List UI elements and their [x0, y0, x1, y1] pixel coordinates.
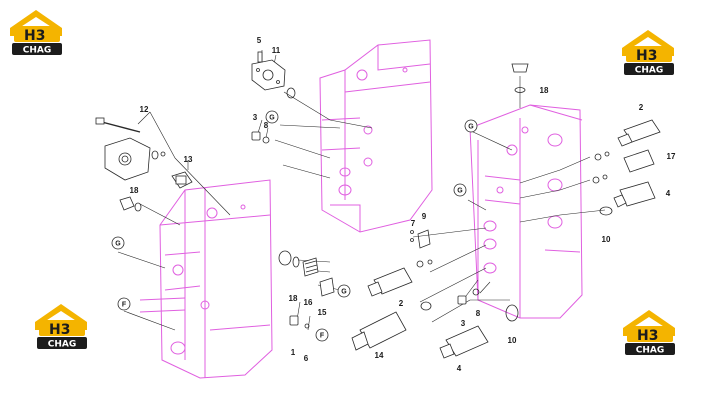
circle-label-f: F [117, 297, 131, 311]
part-cover-plate [251, 51, 296, 99]
callout-4: 4 [666, 189, 671, 198]
svg-text:G: G [115, 241, 121, 248]
housing-right [469, 104, 583, 319]
circle-label-f: F [315, 328, 329, 342]
callout-3: 3 [253, 113, 258, 122]
part-plug-1-6 [289, 315, 310, 329]
part-valve-4-bottom [420, 301, 489, 359]
callout-2: 2 [639, 103, 644, 112]
svg-text:G: G [457, 188, 463, 195]
callout-6: 6 [304, 354, 309, 363]
callout-8: 8 [264, 121, 269, 130]
part-pins [410, 229, 431, 249]
callouts: 5 11 3 8 12 13 18 18 2 17 4 10 7 9 2 3 8… [130, 36, 676, 373]
callout-14: 14 [375, 351, 384, 360]
svg-text:H3: H3 [24, 28, 45, 44]
leader-lines [117, 50, 606, 331]
callout-7: 7 [411, 219, 416, 228]
callout-4: 4 [457, 364, 462, 373]
callout-5: 5 [257, 36, 262, 45]
svg-text:H3: H3 [637, 328, 658, 344]
callout-16: 16 [304, 298, 313, 307]
svg-text:G: G [341, 289, 347, 296]
svg-text:F: F [122, 302, 127, 309]
chag-logo-top-left: H3 CHAG [8, 6, 68, 58]
circle-label-g: G [453, 183, 467, 197]
part-valve-17 [592, 149, 655, 184]
callout-17: 17 [667, 152, 676, 161]
circle-label-g: G [337, 284, 351, 298]
svg-text:F: F [320, 333, 325, 340]
part-oring-bottom [505, 304, 519, 322]
callout-10: 10 [602, 235, 611, 244]
callout-1: 1 [291, 348, 296, 357]
part-fitting [171, 171, 193, 189]
svg-text:CHAG: CHAG [635, 66, 664, 76]
chag-logo-bottom-left: H3 CHAG [33, 300, 93, 352]
callout-2: 2 [399, 299, 404, 308]
callout-18: 18 [540, 86, 549, 95]
part-relief-valve-center [367, 259, 433, 297]
circle-label-g: G [265, 110, 279, 124]
svg-text:CHAG: CHAG [48, 340, 77, 350]
svg-text:H3: H3 [49, 322, 70, 338]
callout-3: 3 [461, 319, 466, 328]
valve-housings [139, 39, 583, 379]
svg-text:CHAG: CHAG [23, 46, 52, 56]
part-relief-valve-right [594, 119, 661, 161]
part-screw-bottom [457, 288, 480, 305]
callout-8: 8 [476, 309, 481, 318]
chag-logo-top-right: H3 CHAG [620, 26, 680, 78]
part-screw-top [251, 131, 270, 144]
callout-9: 9 [422, 212, 427, 221]
callout-12: 12 [140, 105, 149, 114]
part-poppet-set [278, 250, 335, 297]
circle-label-g: G [464, 119, 478, 133]
svg-text:G: G [468, 124, 474, 131]
callout-10: 10 [508, 336, 517, 345]
part-valve-14 [351, 311, 407, 351]
chag-logo-bottom-right: H3 CHAG [621, 306, 681, 358]
housing-top-center [319, 39, 433, 233]
parts [95, 51, 661, 359]
housing-left [139, 179, 273, 379]
part-valve-4-right [599, 181, 656, 216]
circle-labels: G G G G G F F [111, 110, 478, 342]
callout-18: 18 [130, 186, 139, 195]
callout-15: 15 [318, 308, 327, 317]
callout-11: 11 [272, 46, 281, 55]
part-plug-top [511, 63, 529, 93]
callout-13: 13 [184, 155, 193, 164]
part-plug-left [119, 196, 142, 212]
circle-label-g: G [111, 236, 125, 250]
svg-text:H3: H3 [636, 48, 657, 64]
callout-18: 18 [289, 294, 298, 303]
part-solenoid [95, 117, 166, 181]
svg-text:G: G [269, 115, 275, 122]
svg-text:CHAG: CHAG [636, 346, 665, 356]
